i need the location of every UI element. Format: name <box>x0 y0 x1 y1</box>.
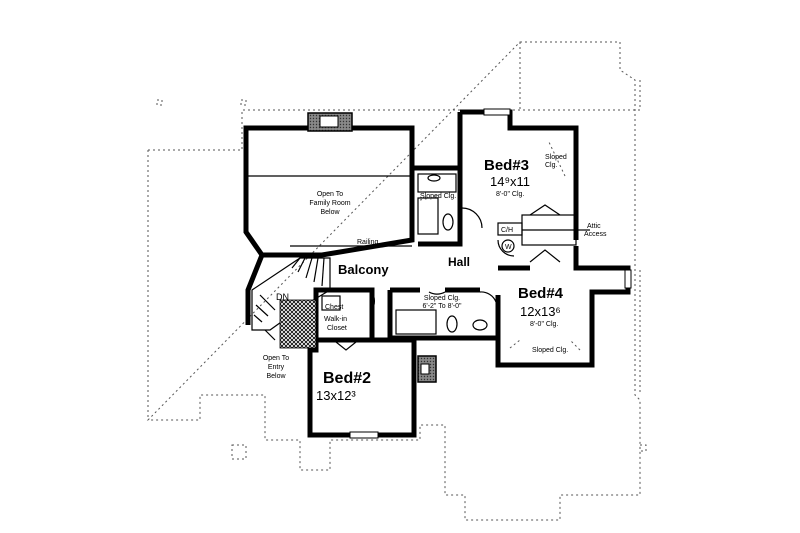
doors <box>335 207 515 351</box>
open-family-label-1: Open To <box>317 191 343 198</box>
bed3-name: Bed#3 <box>484 157 529 174</box>
open-entry-label-3: Below <box>266 373 286 380</box>
bed3-sloped-1: Sloped <box>545 154 567 161</box>
sloped-bath-label: Sloped Clg. <box>420 193 456 200</box>
open-entry-label-2: Entry <box>268 364 285 371</box>
hall-label: Hall <box>448 255 470 269</box>
bed4-sloped: Sloped Clg. <box>532 347 568 354</box>
railing-label: Railing <box>357 239 379 246</box>
w-label: W <box>505 244 512 251</box>
slope-arrows <box>419 139 590 351</box>
dn-label: DN <box>276 292 289 302</box>
bed3-sloped-2: Clg. <box>545 162 558 169</box>
bed2-size: 13x12³ <box>316 388 356 403</box>
bed3-size: 14⁹x11 <box>490 174 530 189</box>
bed4-name: Bed#4 <box>518 285 564 302</box>
bath-fixtures <box>395 173 488 335</box>
attic-label-1: Attic <box>587 223 601 230</box>
bed2-name: Bed#2 <box>323 370 371 387</box>
roof-outline <box>146 41 647 521</box>
walkin-label-1: Walk-in <box>324 316 347 323</box>
bed4-size: 12x13⁶ <box>520 304 561 319</box>
open-family-label-2: Family Room <box>309 200 350 207</box>
stair <box>251 257 331 349</box>
ch-label: C/H <box>501 227 513 234</box>
bed4-ceiling: 8'-0" Clg. <box>530 321 558 328</box>
walkin-label-2: Closet <box>327 325 347 332</box>
attic-label-2: Access <box>584 231 607 238</box>
closets <box>321 204 577 311</box>
balcony-label: Balcony <box>338 262 389 277</box>
sloped-center-2: 6'-2" To 8'-0" <box>422 303 462 310</box>
open-family-label-3: Below <box>320 209 340 216</box>
sloped-center-1: Sloped Clg. <box>424 295 460 302</box>
windows <box>349 108 632 439</box>
chest-label: Chest <box>325 304 343 311</box>
bed3-ceiling: 8'-0" Clg. <box>496 191 524 198</box>
open-entry-label-1: Open To <box>263 355 289 362</box>
walls <box>243 109 631 438</box>
